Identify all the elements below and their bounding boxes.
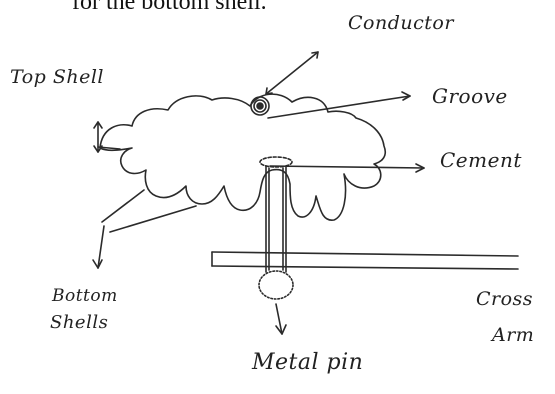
bottom-shells-pointer-a — [102, 190, 144, 222]
label-cross-arm-line1: Cross — [476, 290, 533, 309]
bottom-shells-pointer-b — [110, 206, 196, 232]
bottom-shells-arrow-head — [93, 260, 102, 268]
label-conductor: Conductor — [348, 14, 454, 33]
label-cement: Cement — [440, 150, 522, 170]
insulator-outline — [100, 94, 385, 220]
conductor-coil-inner — [257, 103, 263, 109]
label-cross-arm-line2: Arm — [492, 326, 534, 345]
label-bottom-shells-line2: Shells — [50, 314, 108, 332]
label-groove: Groove — [432, 86, 508, 106]
cross-arm-top — [212, 252, 518, 256]
label-metal-pin: Metal pin — [252, 352, 363, 374]
pin-base — [259, 271, 293, 299]
cement-arrow — [270, 166, 424, 168]
label-top-shell: Top Shell — [10, 68, 104, 87]
conductor-arrow — [266, 52, 318, 94]
label-bottom-shells-line1: Bottom — [52, 288, 118, 305]
cross-arm-bottom — [212, 266, 518, 269]
